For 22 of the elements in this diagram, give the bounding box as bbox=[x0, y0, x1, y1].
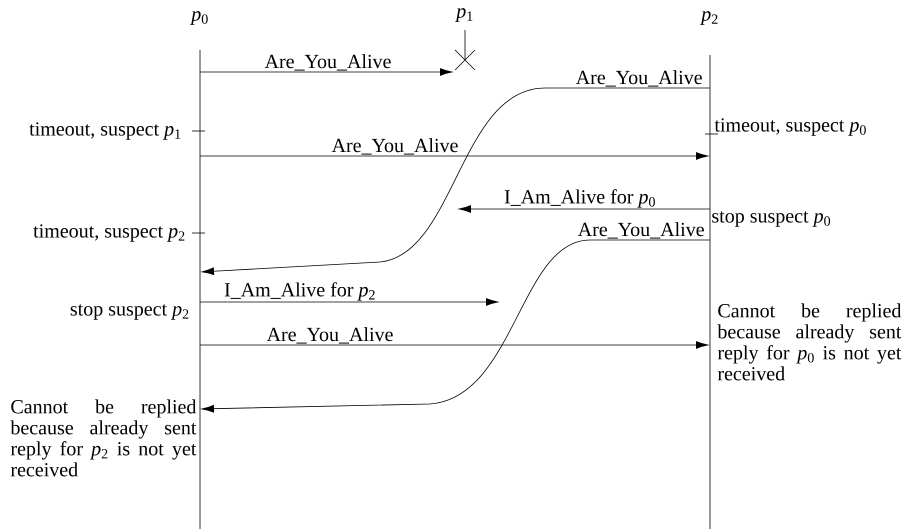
message-label: Are_You_Alive bbox=[264, 54, 391, 71]
message-label: I_Am_Alive for p$_{0}$ bbox=[504, 189, 655, 208]
process-label: p$_{2}$ bbox=[700, 11, 718, 25]
message-arrow bbox=[202, 88, 710, 276]
event-label: stop suspect p$_{2}$ bbox=[70, 304, 188, 320]
message-arrow bbox=[200, 68, 452, 76]
process-label: p$_{0}$ bbox=[190, 11, 208, 25]
message-label: Are_You_Alive bbox=[576, 70, 702, 87]
message-arrow bbox=[200, 298, 498, 306]
message-label: I_Am_Alive for p$_{2}$ bbox=[224, 282, 375, 301]
message-arrow bbox=[200, 152, 708, 160]
message-arrow bbox=[202, 240, 710, 412]
note-text: Cannot be replied because already sent reply for p$_{2}$ is not yet received bbox=[10, 399, 196, 476]
note-text: Cannot be replied because already sent reply for p$_{0}$ is not yet received bbox=[717, 303, 902, 380]
message-label: Are_You_Alive bbox=[332, 138, 458, 155]
message-arrow bbox=[458, 205, 710, 213]
process-label: p$_{1}$ bbox=[455, 8, 472, 22]
message-label: Are_You_Alive bbox=[266, 327, 393, 344]
message-arrow bbox=[200, 341, 708, 349]
event-label: stop suspect p$_{0}$ bbox=[712, 211, 830, 227]
message-label: Are_You_Alive bbox=[578, 222, 704, 239]
event-label: timeout, suspect p$_{0}$ bbox=[714, 118, 866, 136]
